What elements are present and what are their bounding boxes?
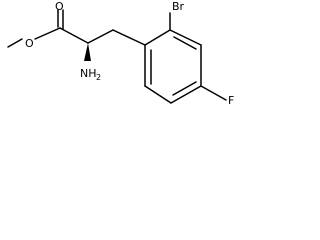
bonds	[7, 9, 227, 104]
bond-methylene-ring	[112, 29, 146, 46]
wedge-bond-amine	[84, 43, 91, 61]
ring-bond-1	[144, 29, 171, 46]
atom-labels: O O NH 2 Br F	[25, 0, 234, 107]
ester-oxygen-label: O	[25, 37, 34, 50]
carbonyl-oxygen-label: O	[55, 0, 64, 13]
bond-carbonyl-alpha-carbon	[59, 27, 89, 44]
bromine-label: Br	[172, 0, 185, 13]
chemical-structure: O O NH 2 Br F	[0, 0, 257, 136]
ring-bond-5	[144, 85, 172, 104]
amine-subscript-label: 2	[96, 73, 101, 82]
ring-bond-2	[169, 29, 202, 46]
bond-alpha-carbon-methylene	[87, 29, 114, 44]
structure-svg: O O NH 2 Br F	[7, 0, 234, 107]
fluorine-label: F	[228, 94, 234, 107]
bond-ester-oxygen-carbonyl	[34, 27, 61, 40]
ring-inner-bond-2	[172, 81, 197, 96]
ring-bond-4	[170, 85, 202, 104]
ring-inner-bond-1	[173, 36, 197, 50]
bond-methyl-ester-oxygen	[7, 38, 23, 48]
bond-ring-fluorine	[200, 85, 227, 101]
amine-label: NH	[80, 67, 97, 80]
